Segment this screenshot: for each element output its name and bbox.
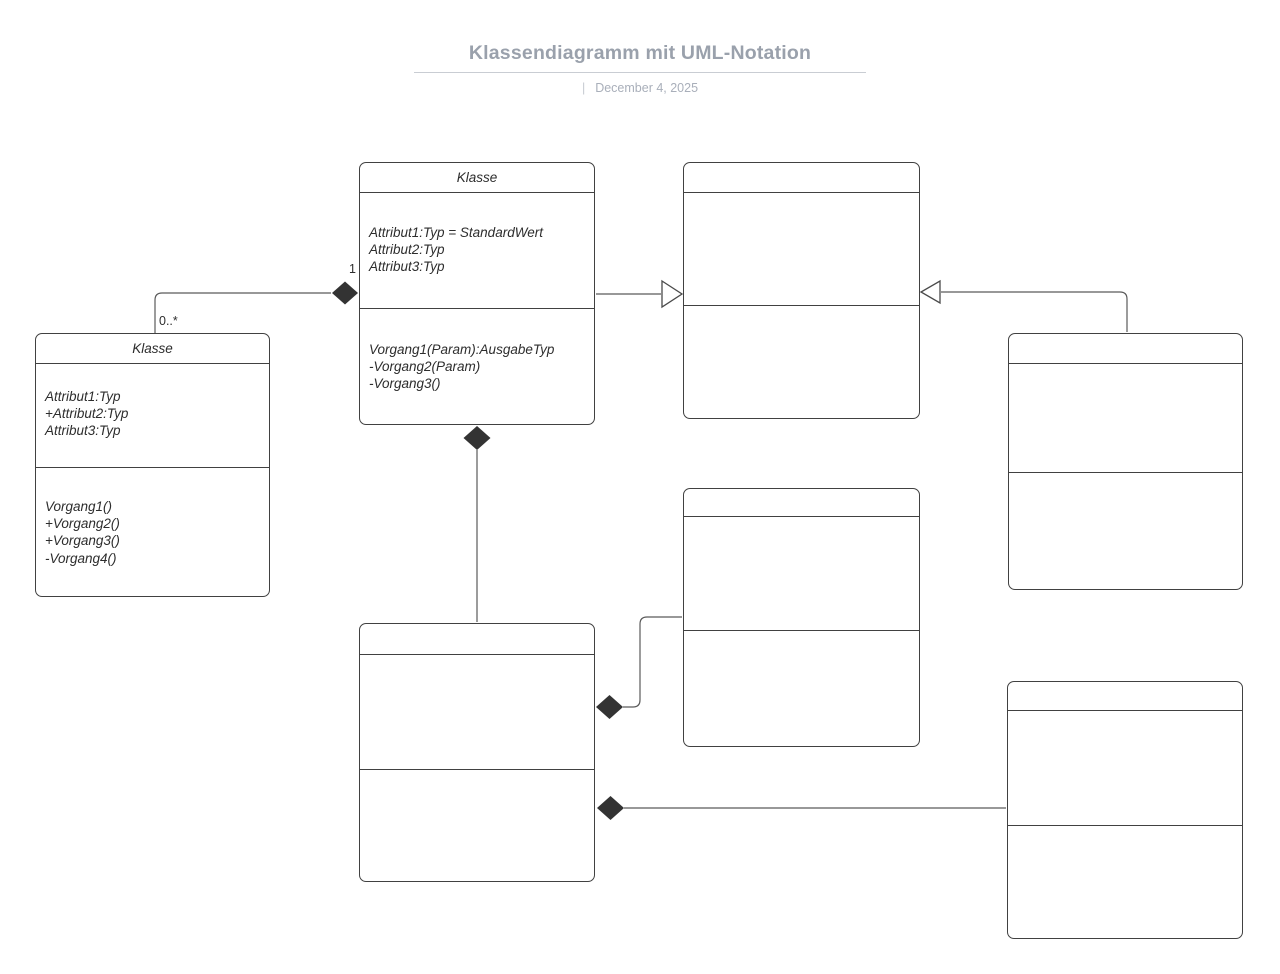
- operation-line: -Vorgang4(): [45, 550, 117, 566]
- page-title: Klassendiagramm mit UML-Notation: [468, 42, 812, 64]
- class-box-right[interactable]: [1008, 333, 1243, 590]
- attribute-line: Attribut3:Typ: [369, 259, 445, 275]
- composition-diamond-icon: [597, 796, 624, 820]
- operation-line: +Vorgang3(): [45, 533, 120, 549]
- operation-line: -Vorgang2(Param): [369, 359, 481, 375]
- title-underline: [414, 72, 866, 73]
- class-box-super-top-right[interactable]: [683, 162, 920, 419]
- operations-compartment: [684, 631, 919, 746]
- class-title: Klasse: [360, 163, 594, 193]
- attributes-compartment: [360, 655, 594, 770]
- operation-line: Vorgang1(): [45, 499, 113, 514]
- operation-line: -Vorgang3(): [369, 376, 441, 392]
- composition-diamond-icon: [332, 281, 358, 305]
- attribute-line: Attribut1:Typ = StandardWert: [369, 225, 543, 240]
- operations-compartment: Vorgang1(Param):AusgabeTyp -Vorgang2(Par…: [360, 309, 594, 424]
- class-box-main[interactable]: Klasse Attribut1:Typ = StandardWert Attr…: [359, 162, 595, 425]
- date-separator: |: [581, 81, 586, 95]
- generalization-triangle-icon: [661, 279, 684, 309]
- multiplicity-label-one: 1: [349, 262, 356, 276]
- class-title: [1009, 334, 1242, 364]
- header: Klassendiagramm mit UML-Notation | Decemb…: [0, 0, 1280, 95]
- multiplicity-label-many: 0..*: [159, 314, 178, 328]
- composition-diamond-icon: [596, 695, 623, 719]
- attributes-compartment: [684, 517, 919, 631]
- class-title: [1008, 682, 1242, 711]
- class-box-bottom-right[interactable]: [1007, 681, 1243, 939]
- attributes-compartment: [1009, 364, 1242, 473]
- operations-compartment: [1009, 473, 1242, 589]
- operations-compartment: Vorgang1() +Vorgang2() +Vorgang3() -Vorg…: [36, 468, 269, 596]
- class-title: [684, 163, 919, 193]
- operations-compartment: [360, 770, 594, 881]
- class-title: [684, 489, 919, 517]
- attributes-compartment: Attribut1:Typ = StandardWert Attribut2:T…: [360, 193, 594, 309]
- generalization-line-right-to-top-right: [941, 291, 1128, 332]
- attributes-compartment: [1008, 711, 1242, 826]
- operation-line: +Vorgang2(): [45, 516, 120, 532]
- class-box-middle[interactable]: [683, 488, 920, 747]
- attribute-line: Attribut3:Typ: [45, 423, 121, 439]
- attribute-line: Attribut1:Typ: [45, 389, 121, 404]
- operation-line: Vorgang1(Param):AusgabeTyp: [369, 342, 555, 357]
- composition-line-left-to-main: [154, 292, 331, 333]
- operations-compartment: [1008, 826, 1242, 938]
- date-row: | December 4, 2025: [0, 81, 1280, 95]
- attributes-compartment: [684, 193, 919, 306]
- class-box-left[interactable]: Klasse Attribut1:Typ +Attribut2:Typ Attr…: [35, 333, 270, 597]
- class-box-bottom-center[interactable]: [359, 623, 595, 882]
- class-title: [360, 624, 594, 655]
- operations-compartment: [684, 306, 919, 418]
- class-title: Klasse: [36, 334, 269, 364]
- date-label: December 4, 2025: [595, 81, 699, 95]
- composition-line-bottom-center-to-middle: [623, 616, 682, 708]
- attributes-compartment: Attribut1:Typ +Attribut2:Typ Attribut3:T…: [36, 364, 269, 468]
- attribute-line: +Attribut2:Typ: [45, 406, 129, 422]
- attribute-line: Attribut2:Typ: [369, 242, 445, 258]
- composition-diamond-icon: [463, 426, 491, 450]
- generalization-triangle-icon: [919, 279, 941, 305]
